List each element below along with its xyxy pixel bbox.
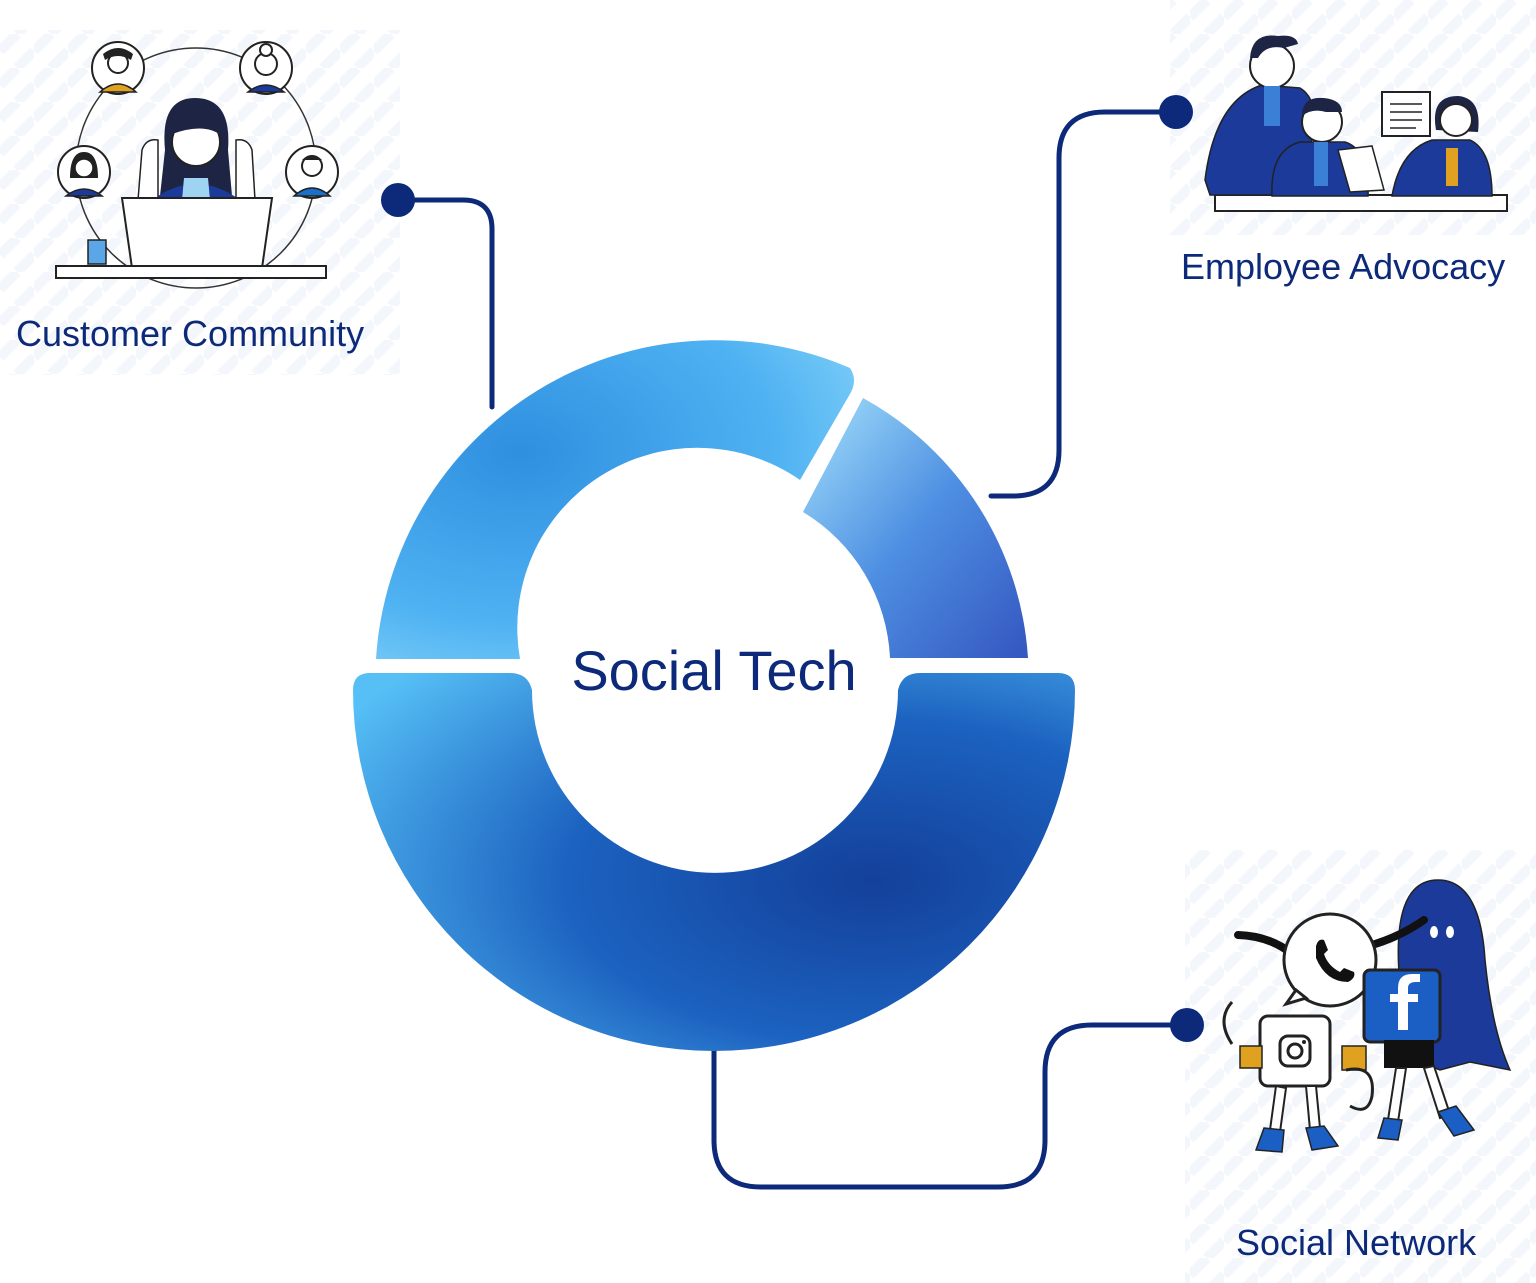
- node-label-customer-community: Customer Community: [16, 313, 365, 354]
- ring-segment-right: [803, 398, 1028, 658]
- node-label-employee-advocacy: Employee Advocacy: [1181, 246, 1506, 287]
- connector-dot: [381, 183, 415, 217]
- node-label-social-network: Social Network: [1236, 1222, 1477, 1263]
- connector-employee-advocacy: [988, 109, 1179, 499]
- ring-segment-bottom: [353, 673, 1075, 1051]
- connector-dot: [1170, 1008, 1204, 1042]
- connector-dot: [1159, 95, 1193, 129]
- customer-avatar: [91, 41, 145, 95]
- ring-segment-top: [376, 340, 854, 659]
- center-title: Social Tech: [571, 639, 857, 702]
- connector-social-network: [711, 1022, 1190, 1190]
- social-network-illustration: [1222, 879, 1512, 1153]
- employee-advocacy-illustration: [1204, 35, 1508, 212]
- customer-avatar: [57, 145, 111, 199]
- connector-customer-community: [395, 197, 495, 410]
- customer-community-illustration: [55, 41, 339, 289]
- customer-avatar: [239, 41, 293, 95]
- customer-avatar: [285, 145, 339, 199]
